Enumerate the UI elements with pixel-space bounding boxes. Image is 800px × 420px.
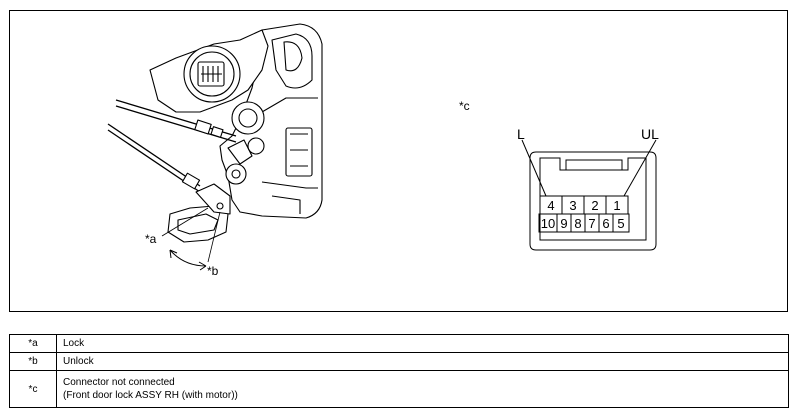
legend-row: *c Connector not connected (Front door l… <box>9 370 789 408</box>
pin-4: 4 <box>547 198 554 213</box>
legend-key: *c <box>9 370 57 408</box>
connector-diagram <box>521 139 657 251</box>
pin-2: 2 <box>591 198 598 213</box>
callout-c: *c <box>459 99 470 113</box>
legend-table: *a Lock *b Unlock *c Connector not conne… <box>9 334 789 408</box>
terminal-label-ul: UL <box>641 126 659 142</box>
figure-frame <box>9 10 788 312</box>
legend-key: *a <box>9 334 57 353</box>
pin-7: 7 <box>588 216 595 231</box>
pin-8: 8 <box>574 216 581 231</box>
callout-b: *b <box>207 264 219 278</box>
callout-a: *a <box>145 232 157 246</box>
legend-text: Lock <box>56 334 789 353</box>
door-lock-assembly <box>107 23 323 271</box>
legend-row: *b Unlock <box>9 352 789 371</box>
pin-3: 3 <box>569 198 576 213</box>
legend-key: *b <box>9 352 57 371</box>
legend-text-multiline: Connector not connected (Front door lock… <box>56 370 789 408</box>
legend-text: Connector not connected <box>63 377 175 388</box>
pin-1: 1 <box>613 198 620 213</box>
illustration: *a *b *c L UL 4 3 2 1 10 9 8 7 6 5 <box>107 23 659 278</box>
terminal-label-l: L <box>517 126 525 142</box>
pin-6: 6 <box>602 216 609 231</box>
legend-row: *a Lock <box>9 334 789 353</box>
legend-text-detail: (Front door lock ASSY RH (with motor)) <box>63 390 238 401</box>
pin-9: 9 <box>560 216 567 231</box>
legend-text: Unlock <box>56 352 789 371</box>
pin-10: 10 <box>541 216 555 231</box>
pin-5: 5 <box>617 216 624 231</box>
